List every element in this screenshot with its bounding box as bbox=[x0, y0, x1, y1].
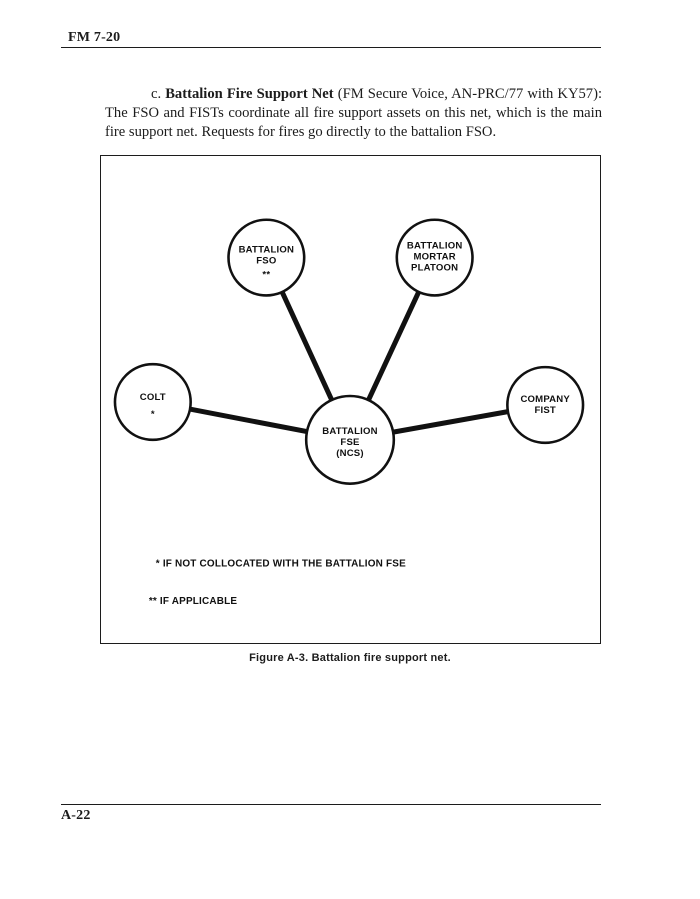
diagram-nodes bbox=[113, 218, 585, 485]
header-rule bbox=[61, 47, 601, 48]
node-colt-line2: * bbox=[151, 409, 155, 420]
para-rest: (FM Secure Voice, AN-PRC/77 with KY57): … bbox=[105, 86, 602, 140]
diagram-legend: * IF NOT COLLOCATED WITH THE BATTALION F… bbox=[149, 558, 406, 607]
node-fso-line1: BATTALION bbox=[239, 245, 295, 256]
node-colt-line1: COLT bbox=[140, 392, 166, 403]
node-fse-line3: (NCS) bbox=[336, 448, 364, 459]
node-battalion-fso-circle bbox=[227, 218, 306, 297]
node-fso-line2: FSO bbox=[256, 256, 277, 267]
node-mortar-line3: PLATOON bbox=[411, 263, 458, 274]
legend-line-1: * IF NOT COLLOCATED WITH THE BATTALION F… bbox=[156, 558, 406, 569]
page-footer: A-22 bbox=[61, 808, 91, 823]
figure-box: BATTALION FSO ** BATTALION MORTAR PLATOO… bbox=[100, 155, 601, 644]
legend-line-2: ** IF APPLICABLE bbox=[149, 596, 238, 607]
footer-rule bbox=[61, 804, 601, 805]
diagram-node-labels: BATTALION FSO ** BATTALION MORTAR PLATOO… bbox=[140, 241, 570, 459]
node-battalion-fse-circle bbox=[304, 394, 396, 485]
node-fist-line2: FIST bbox=[534, 405, 555, 416]
node-fso-line3: ** bbox=[262, 270, 270, 281]
para-lead: c. bbox=[151, 86, 166, 102]
node-fse-line2: FSE bbox=[340, 437, 359, 448]
node-colt-circle bbox=[113, 362, 192, 442]
battalion-net-diagram: BATTALION FSO ** BATTALION MORTAR PLATOO… bbox=[113, 218, 585, 607]
node-mortar-line1: BATTALION bbox=[407, 241, 463, 252]
page-header: FM 7-20 bbox=[68, 30, 121, 45]
node-battalion-mortar-circle bbox=[395, 218, 474, 297]
para-bold-title: Battalion Fire Support Net bbox=[165, 86, 334, 102]
node-mortar-line2: MORTAR bbox=[413, 252, 455, 263]
figure-caption: Figure A-3. Battalion fire support net. bbox=[249, 652, 451, 664]
body-paragraph: c. Battalion Fire Support Net (FM Secure… bbox=[105, 85, 602, 142]
node-company-fist-circle bbox=[506, 365, 585, 445]
node-fist-line1: COMPANY bbox=[520, 394, 570, 405]
node-fse-line1: BATTALION bbox=[322, 426, 378, 437]
